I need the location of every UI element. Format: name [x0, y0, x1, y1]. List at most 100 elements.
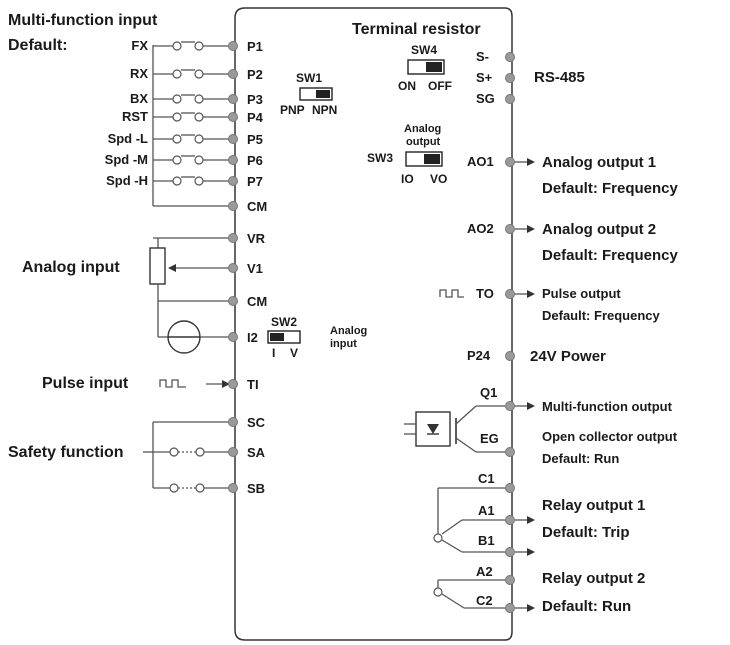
- terminal-label-ti: TI: [247, 377, 259, 392]
- sw3-left-label: IO: [401, 172, 414, 186]
- terminal-label-a2: A2: [476, 564, 493, 579]
- terminal-label: P5: [247, 132, 263, 147]
- relay1-default: Default: Trip: [542, 524, 630, 541]
- terminal-label-c1: C1: [478, 471, 495, 486]
- optocoupler-icon: [415, 411, 451, 447]
- relay1-label: Relay output 1: [542, 497, 645, 514]
- terminal-dot: [228, 41, 238, 51]
- input-name: FX: [131, 38, 148, 53]
- arrow-icon: [527, 290, 535, 298]
- to-label: Pulse output: [542, 286, 621, 301]
- sw2-left-label: I: [272, 346, 275, 360]
- wiper-arrow-icon: [168, 264, 176, 272]
- arrow-icon: [527, 516, 535, 524]
- terminal-label: P1: [247, 39, 263, 54]
- terminal-label-sg: SG: [476, 91, 495, 106]
- terminal-label-ao1: AO1: [467, 154, 494, 169]
- arrow-icon: [527, 225, 535, 233]
- sw2-name: SW2: [271, 315, 297, 329]
- arrow-icon: [527, 548, 535, 556]
- arrow-icon: [527, 158, 535, 166]
- enclosure-outline: [234, 7, 513, 641]
- terminal-dot: [228, 112, 238, 122]
- sw2-knob: [270, 333, 284, 341]
- arrow-icon: [527, 604, 535, 612]
- terminal-resistor-title: Terminal resistor: [352, 21, 481, 38]
- input-row-1: FX P1: [131, 38, 263, 54]
- sw4-knob: [426, 62, 442, 72]
- ao2-default: Default: Frequency: [542, 247, 679, 264]
- terminal-label-cm: CM: [247, 199, 267, 214]
- input-name: Spd -L: [108, 131, 148, 146]
- input-name: Spd -H: [106, 173, 148, 188]
- pulse-input-label: Pulse input: [42, 375, 129, 392]
- sw3-caption-1: Analog: [404, 123, 441, 135]
- terminal-dot: [228, 94, 238, 104]
- terminal-label-p24: P24: [467, 348, 491, 363]
- default-label: Default:: [8, 37, 68, 54]
- input-row-5: Spd -L P5: [108, 131, 263, 147]
- terminal-label-to: TO: [476, 286, 494, 301]
- input-row-2: RX P2: [130, 66, 263, 82]
- terminal-label: P2: [247, 67, 263, 82]
- ao1-label: Analog output 1: [542, 154, 656, 171]
- input-name: RX: [130, 66, 148, 81]
- sw1-knob: [316, 90, 330, 98]
- pulse-waveform-icon: [439, 289, 464, 298]
- terminal-dot: [228, 155, 238, 165]
- sw3-right-label: VO: [430, 172, 447, 186]
- terminal-label-ao2: AO2: [467, 221, 494, 236]
- relay2-label: Relay output 2: [542, 570, 645, 587]
- terminal-label-eg: EG: [480, 431, 499, 446]
- input-row-4: RST P4: [122, 109, 264, 125]
- terminal-label-b1: B1: [478, 533, 495, 548]
- sw2-caption-1: Analog: [330, 325, 367, 337]
- terminal-label: P3: [247, 92, 263, 107]
- terminal-label: P4: [247, 110, 264, 125]
- q1-label: Multi-function output: [542, 399, 673, 414]
- input-name: Spd -M: [105, 152, 148, 167]
- sw4-right-label: OFF: [428, 79, 452, 93]
- sw1-name: SW1: [296, 71, 322, 85]
- input-name: RST: [122, 109, 148, 124]
- terminal-label-a1: A1: [478, 503, 495, 518]
- sw3-name: SW3: [367, 151, 393, 165]
- terminal-label-v1: V1: [247, 261, 263, 276]
- analog-input-label: Analog input: [22, 259, 120, 276]
- terminal-dot: [228, 69, 238, 79]
- terminal-label-vr: VR: [247, 231, 266, 246]
- terminal-label-i2: I2: [247, 330, 258, 345]
- sw4-left-label: ON: [398, 79, 416, 93]
- pulse-waveform-icon: [159, 379, 186, 388]
- terminal-dot: [228, 176, 238, 186]
- sw4-name: SW4: [411, 43, 437, 57]
- eg-label: Open collector output: [542, 429, 678, 444]
- terminal-label-sb: SB: [247, 481, 265, 496]
- terminal-label-sa: SA: [247, 445, 266, 460]
- arrow-icon: [527, 402, 535, 410]
- input-row-3: BX P3: [130, 91, 263, 107]
- terminal-label-s-minus: S-: [476, 49, 489, 64]
- sw2-right-label: V: [290, 346, 298, 360]
- input-row-7: Spd -H P7: [106, 173, 263, 189]
- terminal-dot: [228, 134, 238, 144]
- safety-function-label: Safety function: [8, 444, 124, 461]
- sw3-caption-2: output: [406, 136, 441, 148]
- terminal-label-cm2: CM: [247, 294, 267, 309]
- to-default: Default: Frequency: [542, 308, 661, 323]
- sw1-left-label: PNP: [280, 103, 305, 117]
- ao1-default: Default: Frequency: [542, 180, 679, 197]
- input-row-6: Spd -M P6: [105, 152, 263, 168]
- ao2-label: Analog output 2: [542, 221, 656, 238]
- eg-default: Default: Run: [542, 451, 619, 466]
- sw2-caption-2: input: [330, 338, 357, 350]
- input-name: BX: [130, 91, 148, 106]
- terminal-label-sc: SC: [247, 415, 266, 430]
- terminal-label-s-plus: S+: [476, 70, 493, 85]
- rs485-label: RS-485: [534, 69, 585, 86]
- sw3-knob: [424, 154, 440, 164]
- terminal-label-c2: C2: [476, 593, 493, 608]
- terminal-label: P6: [247, 153, 263, 168]
